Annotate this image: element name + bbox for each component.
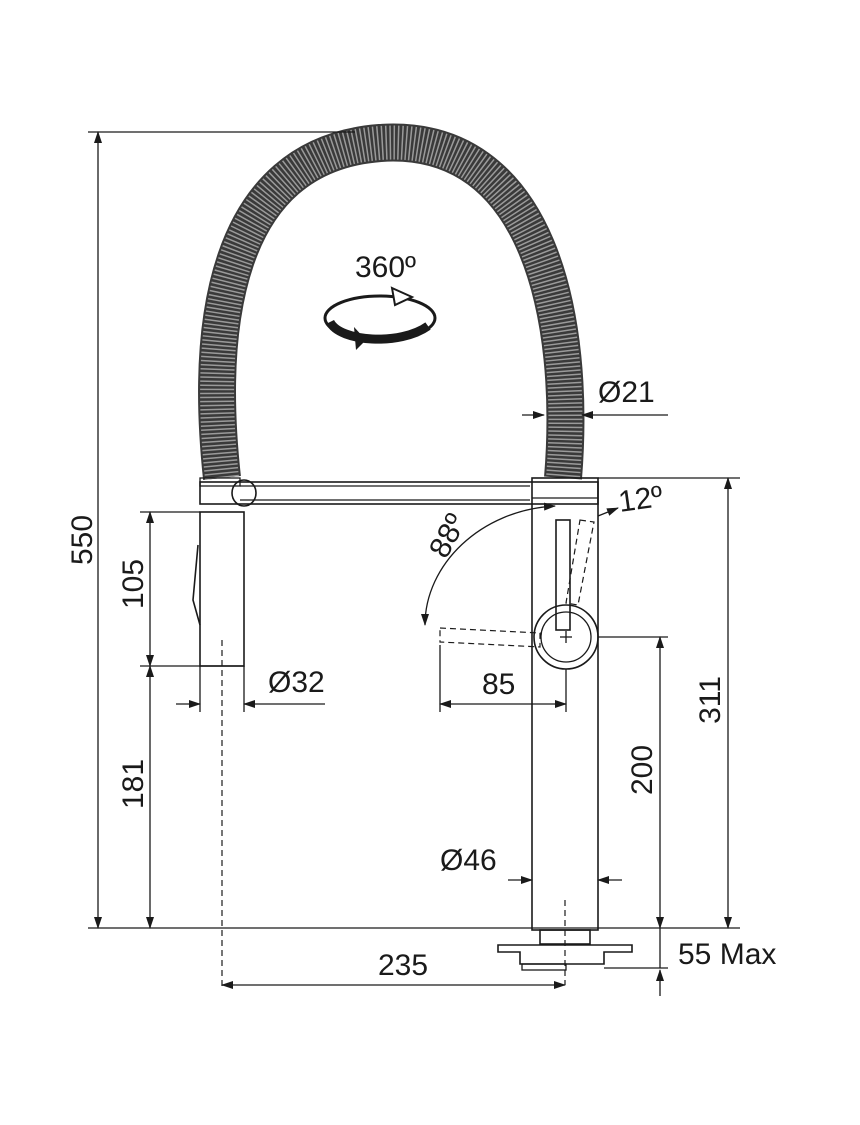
label-200: 200 — [626, 745, 659, 795]
label-diameter-32: Ø32 — [268, 666, 325, 699]
rotation-icon — [323, 286, 437, 350]
faucet-body — [531, 477, 599, 985]
mounting-plate — [497, 929, 633, 971]
label-360-degrees: 360º — [355, 251, 416, 284]
dimension-lines — [88, 131, 740, 996]
label-235: 235 — [378, 949, 428, 982]
label-181: 181 — [117, 759, 150, 809]
label-diameter-46: Ø46 — [440, 844, 497, 877]
label-105: 105 — [117, 559, 150, 609]
spout-arm — [199, 477, 599, 507]
label-550: 550 — [66, 515, 99, 565]
label-88-degrees: 88º — [423, 509, 473, 564]
label-311: 311 — [694, 676, 727, 724]
label-12-degrees: 12º — [616, 480, 665, 519]
label-diameter-21: Ø21 — [598, 376, 655, 409]
spring-hose — [198, 123, 585, 481]
lever-angle-arc — [421, 502, 619, 626]
label-55-max: 55 Max — [678, 938, 776, 971]
label-85: 85 — [482, 668, 515, 701]
sprayer-head — [192, 511, 245, 990]
